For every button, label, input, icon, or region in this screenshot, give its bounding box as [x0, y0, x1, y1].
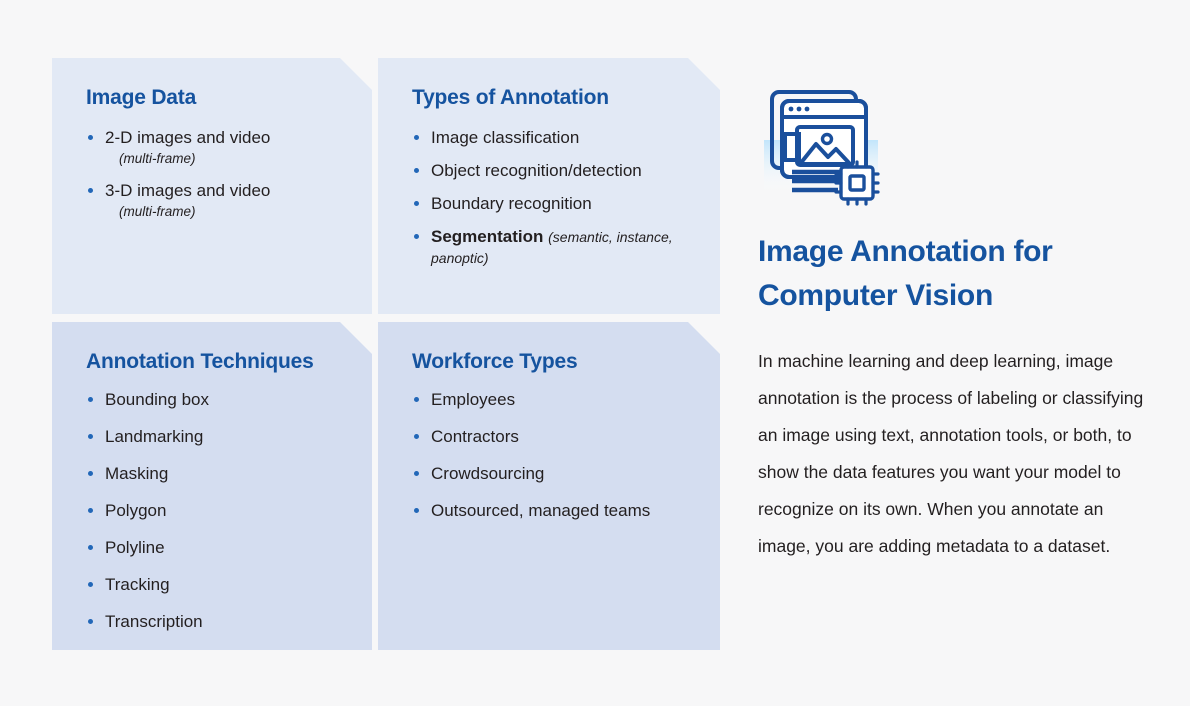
list-item-label: Boundary recognition [431, 194, 592, 214]
list-item-label: Outsourced, managed teams [431, 501, 651, 521]
list-item-note: (semantic, instance, panoptic) [431, 229, 673, 267]
list-item-term: Segmentation [431, 227, 544, 247]
list-item-label: Bounding box [105, 390, 209, 409]
list-item: Outsourced, managed teams [412, 500, 694, 521]
list-item-label: Crowdsourcing [431, 464, 545, 484]
list-item: Transcription [86, 611, 346, 632]
list-item: Boundary recognition [412, 193, 694, 214]
hero-description: In machine learning and deep learning, i… [758, 350, 1144, 557]
list-item: Masking [86, 463, 346, 484]
bullet-list: Bounding box Landmarking Masking Polygon… [86, 389, 346, 633]
list-item: Polyline [86, 537, 346, 558]
list-item-label: Masking [105, 464, 169, 484]
list-item: 3-D images and video (multi-frame) [86, 180, 346, 221]
list-item-label: Contractors [431, 427, 519, 447]
card-grid: Image Data 2-D images and video (multi-f… [52, 58, 720, 650]
card-title: Image Data [86, 86, 197, 109]
list-item: Contractors [412, 426, 694, 447]
list-item-label: Tracking [105, 575, 170, 595]
list-item: Bounding box [86, 389, 346, 410]
list-item: Segmentation (semantic, instance, panopt… [412, 226, 694, 268]
list-item: Employees [412, 389, 694, 410]
image-windows-chip-icon [758, 84, 884, 206]
card-annotation-techniques: Annotation Techniques Bounding box Landm… [52, 322, 372, 650]
card-image-data: Image Data 2-D images and video (multi-f… [52, 58, 372, 314]
card-title: Types of Annotation [412, 86, 609, 109]
card-types-of-annotation: Types of Annotation Image classification… [378, 58, 720, 314]
list-item-subnote: (multi-frame) [119, 151, 196, 167]
list-item-label: Object recognition/detection [431, 161, 642, 181]
list-item-label: Landmarking [105, 427, 204, 447]
list-item: 2-D images and video (multi-frame) [86, 127, 346, 168]
card-title: Workforce Types [412, 350, 578, 373]
list-item: Tracking [86, 574, 346, 595]
list-item-label: 2-D images and video [105, 128, 271, 147]
list-item: Crowdsourcing [412, 463, 694, 484]
list-item-subnote: (multi-frame) [119, 203, 196, 219]
bullet-list: Employees Contractors Crowdsourcing Outs… [412, 389, 694, 521]
list-item-label: Transcription [105, 612, 203, 632]
card-title: Annotation Techniques [86, 350, 314, 373]
bullet-list: 2-D images and video (multi-frame) 3-D i… [86, 127, 346, 220]
list-item: Polygon [86, 500, 346, 521]
list-item-label: Polyline [105, 538, 165, 558]
bullet-list: Image classification Object recognition/… [412, 127, 694, 268]
list-item: Image classification [412, 127, 694, 148]
list-item: Landmarking [86, 426, 346, 447]
list-item-label: 3-D images and video [105, 180, 271, 200]
list-item-label: Polygon [105, 501, 167, 521]
card-workforce-types: Workforce Types Employees Contractors Cr… [378, 322, 720, 650]
list-item: Object recognition/detection [412, 160, 694, 181]
list-item-label: Image classification [431, 128, 580, 147]
hero-column: Image Annotation for Computer Vision In … [758, 84, 1148, 565]
page-title: Image Annotation for Computer Vision [758, 235, 1053, 313]
list-item-label: Employees [431, 390, 516, 409]
